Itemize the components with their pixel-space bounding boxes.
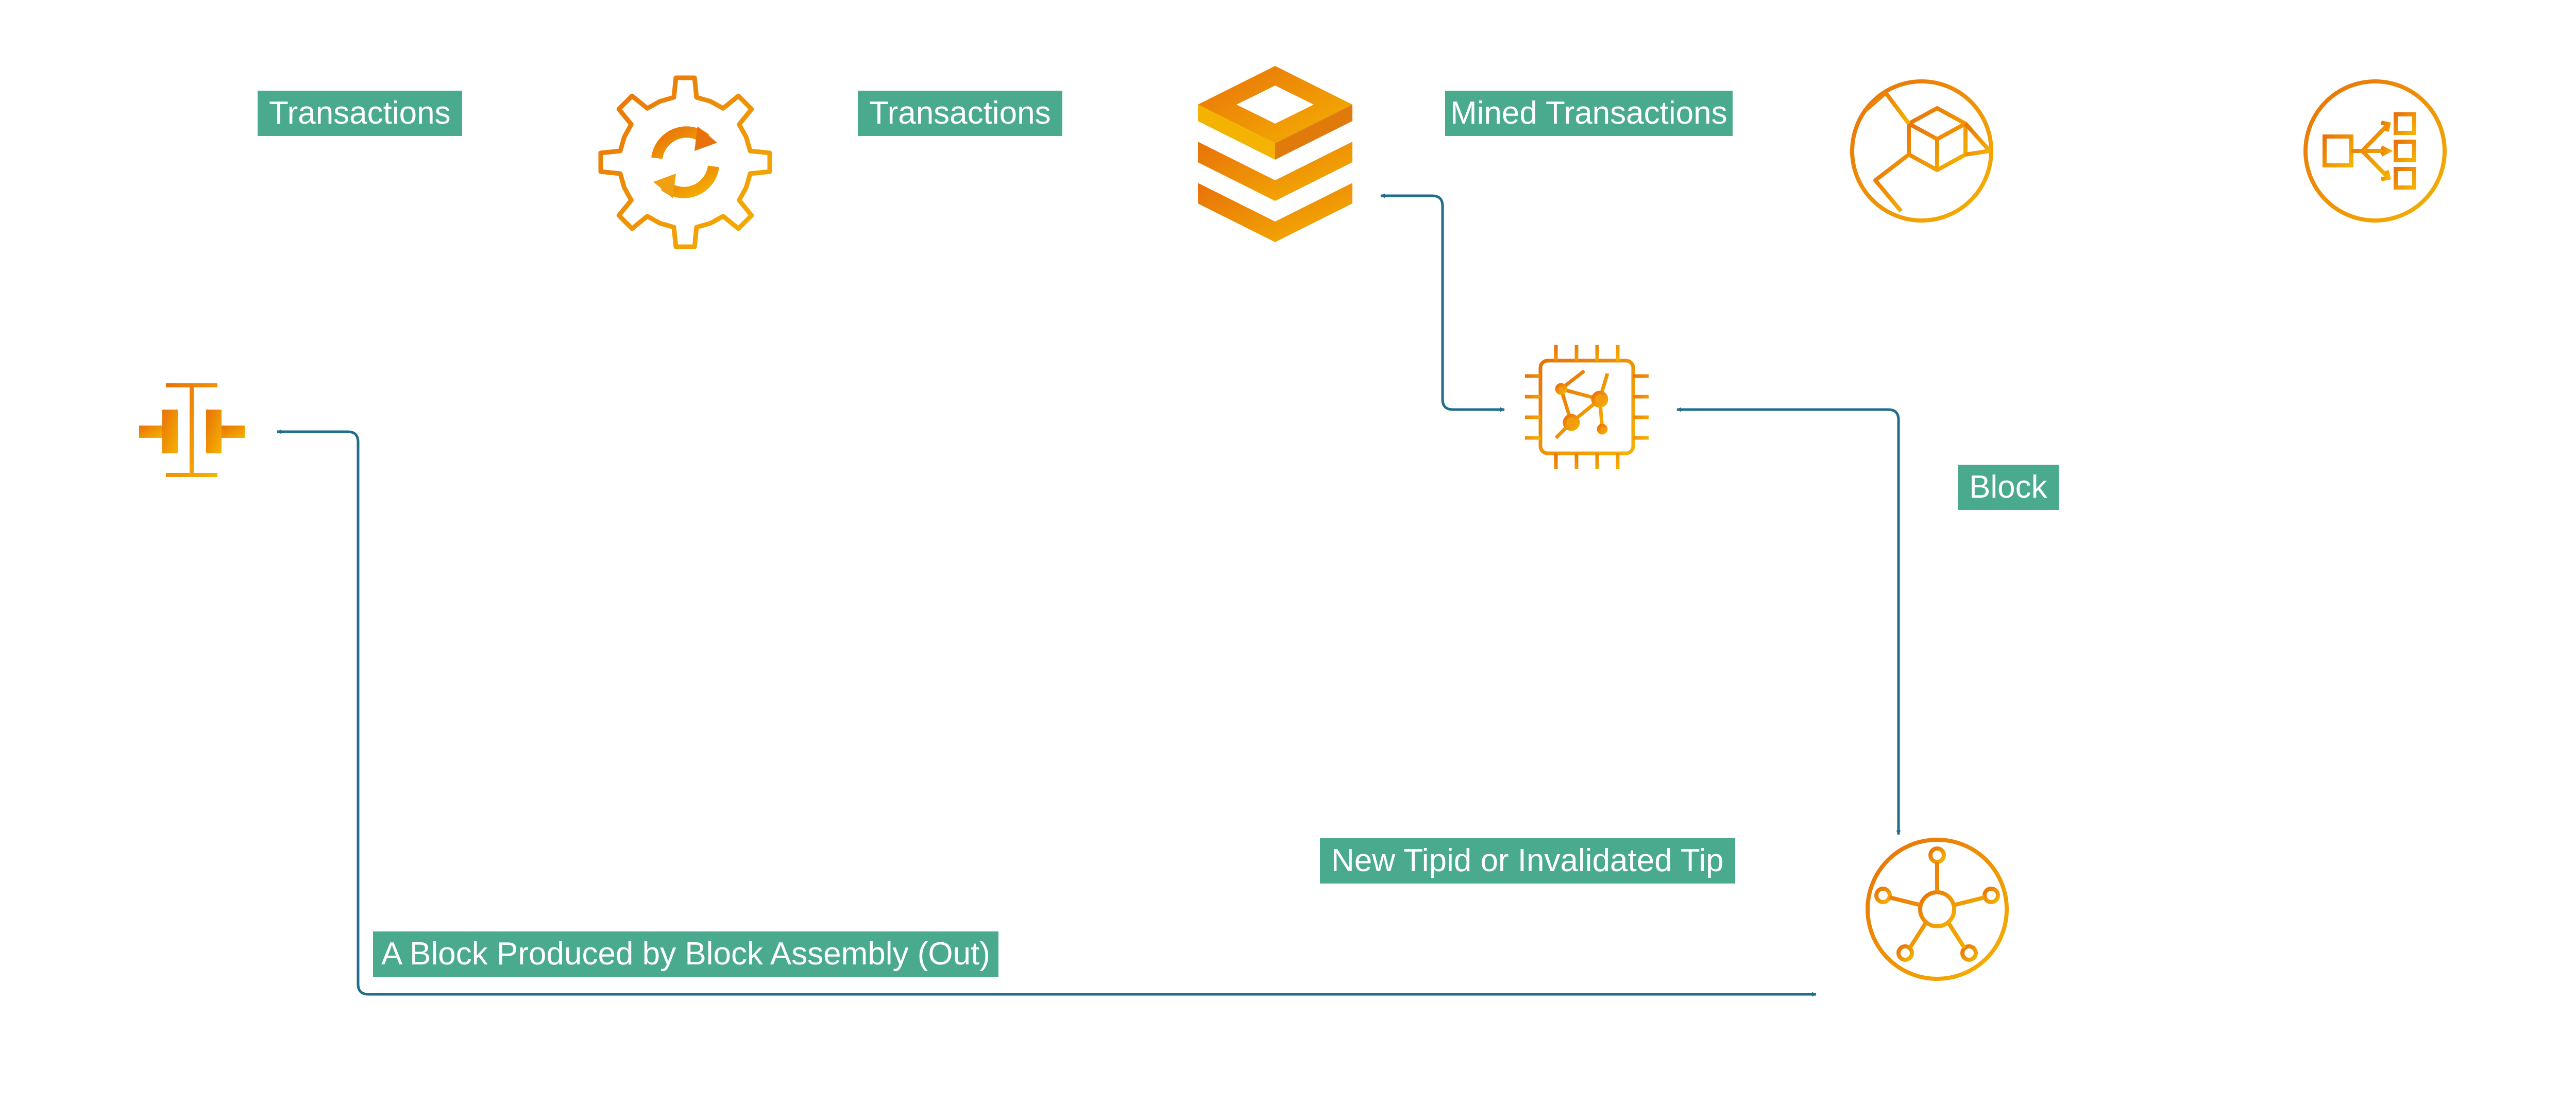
transactions-out-label: Transactions — [858, 91, 1062, 136]
new-tip-label: New Tipid or Invalidated Tip — [1320, 838, 1735, 884]
block-assembly-icon — [139, 383, 245, 477]
stacked-layers-icon — [1198, 66, 1352, 242]
transactions-in-label: Transactions — [258, 91, 462, 136]
validator-hub-connector — [1676, 407, 1901, 835]
workflow-icon — [2303, 79, 2447, 223]
gear-refresh-icon — [598, 75, 772, 249]
blockchain-cube-icon — [1850, 79, 1993, 223]
assembly-block-out-connector — [277, 429, 1817, 997]
mined-transactions-label: Mined Transactions — [1445, 91, 1733, 136]
block-produced-label: A Block Produced by Block Assembly (Out) — [373, 931, 998, 977]
block-label: Block — [1958, 465, 2059, 510]
network-hub-icon — [1866, 838, 2009, 981]
store-validator-connector — [1380, 193, 1505, 412]
circuit-chip-icon — [1525, 345, 1649, 469]
